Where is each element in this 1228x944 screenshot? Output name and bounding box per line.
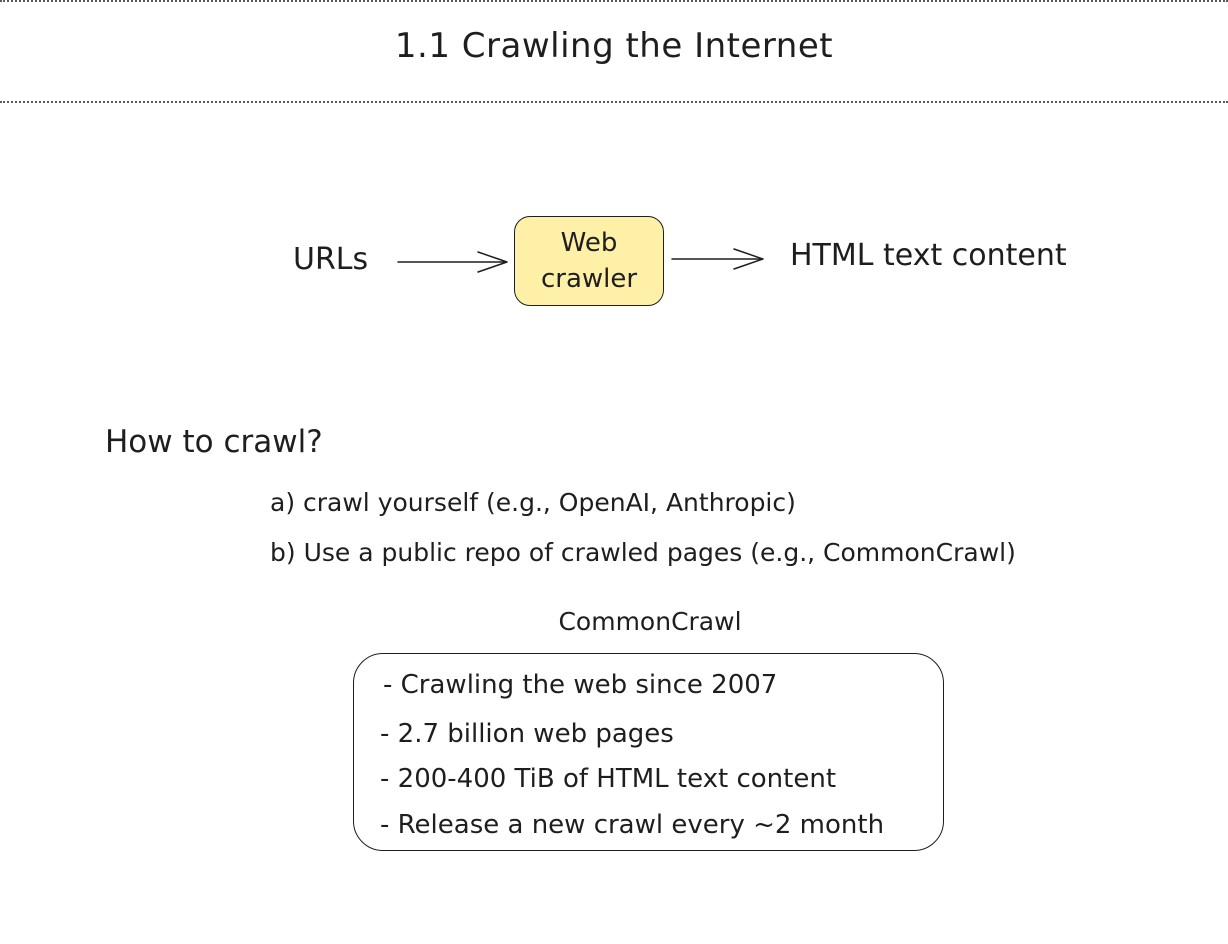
how-to-crawl-heading: How to crawl? (105, 424, 323, 460)
commoncrawl-title: CommonCrawl (558, 607, 742, 636)
input-urls-label: URLs (293, 242, 369, 277)
web-crawler-label-line1: Web (560, 228, 618, 258)
title-dotted-divider (0, 101, 1228, 103)
top-dotted-divider (0, 0, 1228, 2)
option-public-repo: b) Use a public repo of crawled pages (e… (270, 538, 1016, 567)
commoncrawl-fact: - Crawling the web since 2007 (383, 670, 778, 700)
web-crawler-label-line2: crawler (540, 264, 638, 294)
commoncrawl-fact: - Release a new crawl every ~2 month (380, 810, 885, 840)
commoncrawl-fact: - 200-400 TiB of HTML text content (380, 764, 837, 794)
commoncrawl-fact: - 2.7 billion web pages (380, 719, 674, 749)
crawler-to-html-arrow (671, 248, 764, 270)
output-html-label: HTML text content (790, 238, 1067, 273)
commoncrawl-facts-box (353, 653, 944, 851)
option-crawl-yourself: a) crawl yourself (e.g., OpenAI, Anthrop… (270, 488, 796, 517)
web-crawler-node: Web crawler (514, 216, 664, 306)
page-title: 1.1 Crawling the Internet (394, 26, 834, 66)
urls-to-crawler-arrow (397, 251, 508, 273)
